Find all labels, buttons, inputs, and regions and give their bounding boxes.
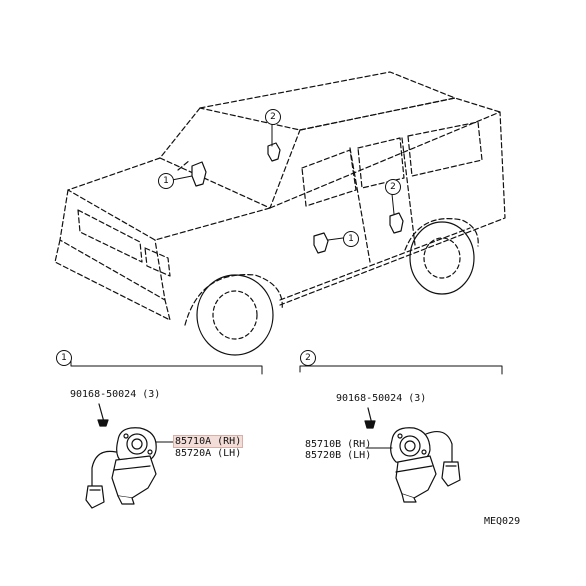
car-motor-front-door (191, 142, 404, 254)
figure-code: MEQ029 (484, 516, 521, 527)
rear-wheel (409, 221, 475, 295)
group1-motor (85, 427, 157, 509)
group1-number: 1 (56, 350, 72, 366)
callout-2-roof: 2 (265, 109, 281, 125)
group2-motor-part-rh: 85710B (RH) (305, 439, 372, 450)
group2-frame (299, 365, 503, 375)
group1-motor-part-rh: 85710A (RH) (173, 435, 244, 448)
group1-frame (70, 356, 263, 375)
group1-screw-part-number: 90168-50024 (3) (70, 389, 161, 400)
callout-1-front-door: 1 (158, 173, 174, 189)
group2-number: 2 (300, 350, 316, 366)
group1-motor-part-rh-text: 85710A (RH) (173, 435, 244, 448)
group2-screw (364, 407, 376, 429)
group2-screw-part-number: 90168-50024 (3) (336, 393, 427, 404)
callout-2-rear-door: 2 (385, 179, 401, 195)
front-wheel (196, 274, 274, 356)
callout-1-rear-door: 1 (343, 231, 359, 247)
group1-motor-part-lh: 85720A (LH) (175, 448, 242, 459)
car-leaders (171, 123, 395, 241)
group2-motor (390, 427, 461, 503)
group2-motor-part-lh: 85720B (LH) (305, 450, 372, 461)
vehicle-outline (54, 71, 506, 326)
group1-screw (97, 403, 109, 427)
